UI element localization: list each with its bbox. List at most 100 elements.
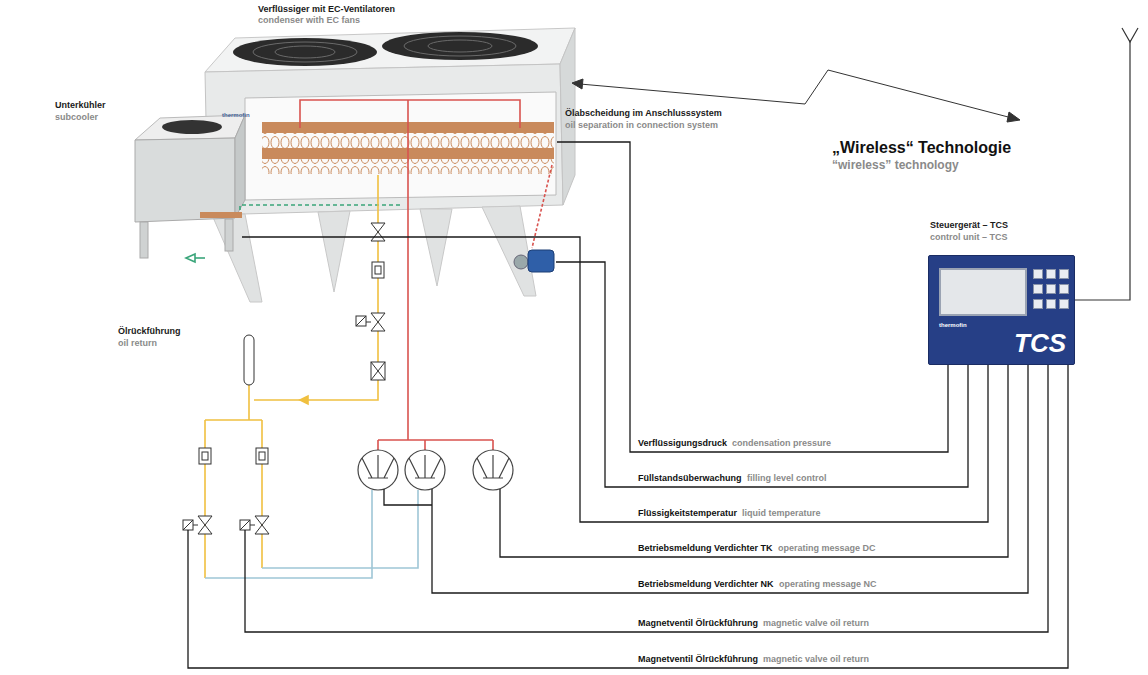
part-label: condenser with EC fans: [258, 15, 360, 26]
compressor-symbol: [477, 455, 509, 478]
valve-symbol: [259, 452, 265, 460]
valve-symbol: [372, 262, 384, 278]
feature-label: „Wireless“ Technologie: [832, 138, 1011, 157]
keypad-button: [1059, 269, 1069, 279]
signal-name: filling level control: [747, 473, 827, 484]
valve-symbol: [240, 520, 255, 530]
valve-symbol: [371, 362, 385, 380]
signal-wire: [556, 262, 968, 487]
liquid-line: [300, 396, 308, 404]
node-heading: Steuergerät – TCS: [930, 220, 1008, 231]
keypad-button: [1059, 284, 1069, 294]
display-screen: [939, 268, 1027, 316]
signal-name: Betriebsmeldung Verdichter TK: [638, 543, 773, 554]
valve-symbol: [202, 452, 208, 460]
part-label: Ölrückführung: [118, 326, 181, 337]
keypad-button: [1033, 269, 1043, 279]
ec-fan: [382, 32, 538, 60]
signal-name: Magnetventil Ölrückführung: [638, 654, 758, 665]
valve-symbol: [198, 516, 212, 534]
signal-wire: [245, 365, 1048, 632]
subcooler: [135, 115, 245, 258]
signal-wire: [384, 365, 1028, 593]
antenna: [1075, 40, 1130, 300]
compressor-symbol: [405, 450, 445, 490]
subcooler-line: [186, 254, 195, 262]
valve-symbol: [371, 362, 385, 380]
subcooler: [200, 212, 242, 218]
hot-gas-line: [300, 100, 552, 450]
liquid-line: [205, 385, 262, 578]
ec-fan: [428, 40, 492, 52]
valve-symbol: [255, 516, 269, 534]
oil-line: [262, 490, 418, 568]
valve-symbol: [356, 316, 371, 326]
brand-name: TCS: [1014, 328, 1066, 359]
liquid-line: [254, 175, 378, 400]
compressor-symbol: [362, 455, 394, 478]
keypad-button: [1033, 284, 1043, 294]
subcooler-line: [186, 205, 400, 262]
part-label: Ölabscheidung im Anschlusssystem: [565, 108, 722, 119]
keypad-button: [1046, 269, 1056, 279]
condenser-housing: [245, 92, 556, 200]
valve-symbol: [375, 266, 381, 274]
valve-symbol: [199, 448, 211, 464]
valve-symbol: [183, 223, 385, 534]
ec-fan: [275, 46, 335, 58]
condenser-housing: [205, 64, 563, 215]
part-label: subcooler: [55, 112, 98, 123]
signal-name: Flüssigkeitstemperatur: [638, 508, 737, 519]
signal-name: operating message NC: [779, 579, 877, 590]
brand-logo: thermofin: [939, 322, 967, 329]
keypad-button: [1046, 284, 1056, 294]
part-label: oil separation in connection system: [565, 120, 718, 131]
oil-level-switch: [514, 255, 528, 269]
signal-name: magnetic valve oil return: [763, 654, 869, 665]
valve-symbol: [371, 313, 385, 331]
hot-gas-line: [532, 165, 552, 248]
wireless-arrow: [1007, 112, 1020, 122]
subcooler: [140, 222, 148, 258]
compressor-symbol: [358, 450, 398, 490]
valve-symbol: [256, 448, 268, 464]
compressor-symbol: [358, 450, 513, 490]
signal-name: Verflüssigungsdruck: [638, 438, 727, 449]
hot-gas-line: [407, 100, 409, 440]
signal-wire: [557, 142, 948, 452]
part-label: Verflüssiger mit EC-Ventilatoren: [258, 4, 395, 15]
oil-level-switch: [514, 250, 554, 272]
ec-fan: [253, 42, 357, 62]
oil-line: [205, 490, 418, 578]
control-unit: thermofinTCS Steuergerät – TCScontrol uni…: [928, 220, 1075, 365]
signal-name: operating message DC: [778, 543, 876, 554]
wireless-arrow: [572, 79, 583, 89]
liquid-line: [205, 175, 378, 578]
ec-fan: [233, 38, 377, 66]
condenser-housing: [212, 214, 262, 302]
part-label: Unterkühler: [55, 100, 106, 111]
condenser-housing: [420, 209, 452, 286]
compressor-symbol: [409, 455, 441, 478]
ec-fan: [404, 36, 516, 56]
part-label: oil return: [118, 338, 157, 349]
hot-gas-line: [300, 100, 520, 128]
subcooler: [225, 219, 233, 251]
subcooler: [135, 115, 245, 140]
node-subheading: control unit – TCS: [930, 232, 1008, 243]
condenser-housing: [205, 28, 575, 302]
antenna: [1122, 28, 1138, 42]
signal-name: magnetic valve oil return: [763, 618, 869, 629]
subcooler: [235, 115, 245, 218]
signal-name: Magnetventil Ölrückführung: [638, 618, 758, 629]
ec-fan: [233, 32, 538, 66]
signal-wire: [188, 365, 1068, 668]
subcooler: [135, 138, 235, 222]
condenser-housing: [482, 206, 536, 296]
subcooler-line: [240, 205, 400, 212]
valve-symbol: [371, 223, 385, 241]
keypad-button: [1059, 299, 1069, 309]
brand-logo: thermofin: [222, 112, 250, 119]
subcooler: [162, 120, 222, 134]
